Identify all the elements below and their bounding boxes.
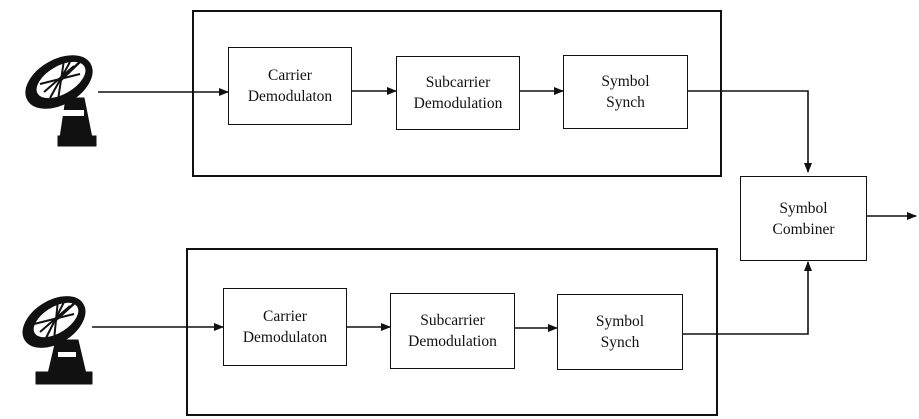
block-label-line2: Synch: [600, 334, 640, 351]
block-label-line1: Carrier: [268, 67, 312, 84]
symbol-synch-block-2: Symbol Synch: [557, 294, 683, 370]
block-label-line1: Subcarrier: [420, 312, 485, 329]
block-label-line2: Demodulation: [413, 95, 503, 112]
subcarrier-demodulation-block-1: Subcarrier Demodulation: [396, 56, 520, 130]
subcarrier-demodulation-block-2: Subcarrier Demodulation: [390, 293, 515, 369]
block-label-line2: Demodulaton: [247, 88, 333, 105]
receiver-box-1: [192, 10, 722, 177]
block-label-line2: Demodulaton: [242, 329, 328, 346]
block-label-line1: Subcarrier: [425, 74, 491, 91]
symbol-combiner-block: Symbol Combiner: [740, 176, 867, 261]
symbol-synch-block-1: Symbol Synch: [563, 55, 688, 129]
carrier-demodulator-block-1: Carrier Demodulaton: [228, 47, 352, 125]
block-label-line1: Symbol: [595, 313, 645, 330]
receiver-box-2: [186, 248, 718, 416]
block-label-line2: Demodulation: [408, 333, 497, 350]
combiner-label-line1: Symbol: [779, 199, 828, 217]
combiner-label-line2: Combiner: [772, 220, 835, 238]
block-label-line2: Synch: [606, 94, 645, 111]
block-label-line1: Symbol: [601, 73, 650, 90]
arrow-synch1-to-combiner: [688, 90, 812, 173]
arrow-synch2-to-combiner: [683, 261, 812, 335]
satellite-dish-icon: [22, 296, 93, 385]
satellite-dish-icon: [25, 55, 97, 147]
block-label-line1: Carrier: [263, 308, 307, 325]
carrier-demodulator-block-2: Carrier Demodulaton: [223, 288, 347, 366]
